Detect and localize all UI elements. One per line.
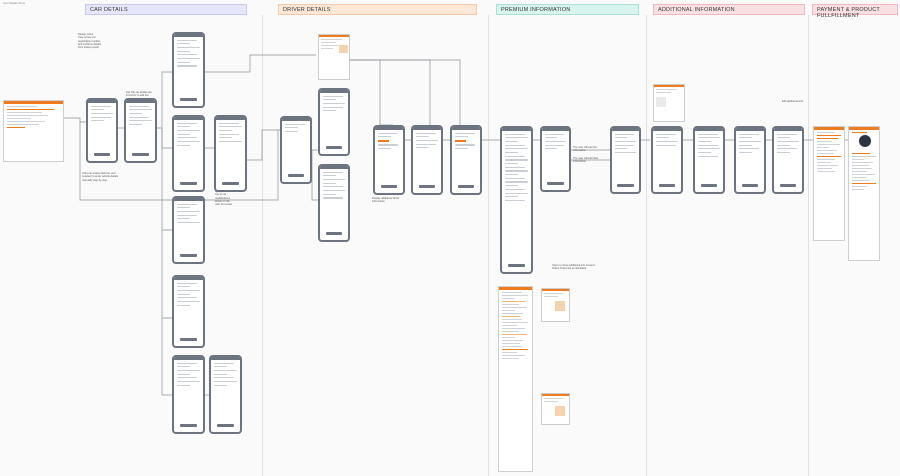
connector (161, 318, 172, 396)
phone-screen-premium-options[interactable] (540, 126, 571, 192)
driver-reference-screenshot (318, 34, 350, 80)
note-premium-link1: The user will edit the information (573, 146, 597, 153)
note-premium-mid: Users to show additional info screens be… (552, 264, 595, 271)
section-car-details: CAR DETAILS (85, 4, 247, 15)
section-divider (262, 15, 263, 476)
note-premium-link2: The user will edit their information (573, 157, 599, 164)
connector (161, 128, 172, 231)
brand-header (4, 101, 63, 104)
phone-screen-car-manual[interactable] (172, 196, 205, 264)
phone-screen-driver-licence[interactable] (373, 125, 405, 195)
connector (350, 59, 393, 126)
connector (350, 59, 431, 125)
payment-confirmation-page (848, 126, 880, 261)
phone-screen-driver-claims[interactable] (450, 125, 482, 195)
quote-start-page (3, 100, 64, 162)
premium-reference-screenshot (541, 288, 570, 322)
note-driver-bottom: Display additional driver information (372, 197, 400, 204)
premium-web-page (498, 286, 533, 472)
additional-reference-screenshot (653, 84, 685, 122)
section-additional-information: ADDITIONAL INFORMATION (653, 4, 805, 15)
phone-screen-car-reg[interactable] (86, 98, 118, 163)
phone-screen-car-value[interactable] (172, 355, 205, 434)
phone-screen-driver-additional[interactable] (318, 164, 350, 242)
phone-screen-driver-start[interactable] (280, 116, 312, 184)
canvas-label: Car Details Flow (3, 1, 26, 5)
phone-screen-car-model[interactable] (172, 32, 205, 108)
connector (205, 54, 316, 73)
phone-screen-premium-summary[interactable] (500, 126, 533, 274)
payment-checkout-page (813, 126, 845, 241)
connector (161, 230, 172, 319)
section-divider (646, 15, 647, 476)
connector (247, 129, 280, 161)
connector (64, 117, 86, 123)
section-divider (808, 15, 809, 476)
note-car-intro: Design notes User enters car registratio… (78, 33, 102, 50)
premium-reference-screenshot (541, 393, 570, 425)
section-divider (488, 15, 489, 476)
note-additional-right: Edit additional info (782, 100, 804, 103)
connector (161, 128, 172, 149)
phone-screen-car-confirm[interactable] (124, 98, 157, 163)
connector (311, 150, 318, 201)
phone-screen-premium-edit[interactable] (610, 126, 641, 194)
phone-screen-additional-review[interactable] (772, 126, 804, 194)
phone-screen-car-edit[interactable] (214, 115, 247, 192)
section-premium-information: PREMIUM INFORMATION (496, 4, 639, 15)
phone-screen-additional-start[interactable] (651, 126, 683, 194)
phone-screen-driver-history[interactable] (411, 125, 443, 195)
phone-screen-driver-info[interactable] (318, 88, 350, 156)
note-car-branch: If the car lookup fails the user is aske… (82, 172, 119, 182)
connector (157, 71, 172, 129)
section-driver-details: DRIVER DETAILS (278, 4, 477, 15)
phone-screen-additional-options[interactable] (734, 126, 766, 194)
connector (350, 59, 461, 125)
phone-screen-car-year[interactable] (172, 275, 205, 348)
phone-screen-additional-list[interactable] (693, 126, 725, 194)
section-payment-fulfillment: PAYMENT & PRODUCT FULLFILLMENT (812, 4, 898, 19)
note-car-right: Questions List of car modifications show… (215, 190, 233, 207)
phone-screen-car-value-edit[interactable] (209, 355, 242, 434)
confirmation-badge-icon (859, 135, 871, 147)
phone-screen-car-variant[interactable] (172, 115, 205, 192)
